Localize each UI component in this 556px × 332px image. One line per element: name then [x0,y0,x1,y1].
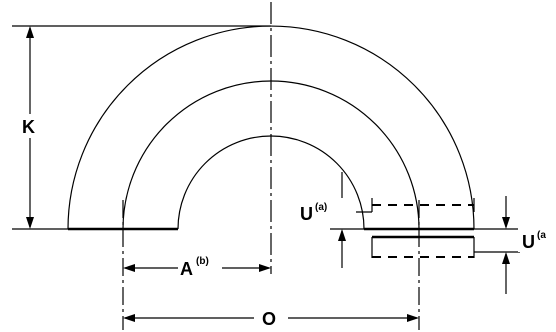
o-arrow-right [407,314,419,322]
a-label: A [180,259,193,279]
k-arrow-bottom [26,217,34,229]
a-arrow-right [259,264,271,272]
a-arrow-left [123,264,135,272]
u-left-label-superscript: (a) [315,202,327,213]
u-right-arrow-down [502,217,510,229]
o-label: O [262,309,276,329]
o-arrow-left [123,314,135,322]
u-left-label: U [300,204,313,224]
a-label-superscript: (b) [196,256,209,267]
k-label: K [22,117,35,137]
u-right-label-superscript: (a [537,230,546,241]
u-left-arrow-up [338,229,346,241]
u-right-label: U [522,232,535,252]
k-arrow-top [26,26,34,38]
u-right-arrow-up [502,252,510,264]
